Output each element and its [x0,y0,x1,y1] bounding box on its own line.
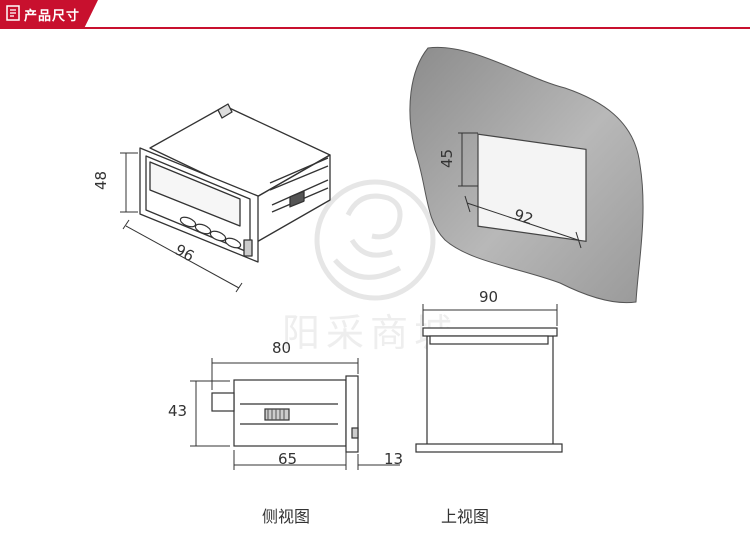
side-view-bezel [345,375,359,453]
top-view-front-ledge [429,335,549,345]
panel-cutout-hole [477,133,587,243]
meter-bezel-tab [243,239,253,257]
meter-side-terminal [289,190,305,208]
section-title: 产品尺寸 [24,9,81,24]
meter-button-2 [194,223,212,235]
side-view-terminal [264,408,290,421]
side-view-caption: 侧视图 [262,507,311,526]
top-view-body [426,335,554,449]
section-header-tab [0,0,98,28]
perspective-height-label: 48 [92,170,110,190]
meter-button-1 [179,216,197,228]
side-view-body [233,379,347,447]
section-header-underline [0,27,750,29]
cutout-height-label: 45 [438,148,456,168]
top-width-label: 90 [479,288,499,306]
section-header: 产品尺寸 [0,0,750,30]
side-height-label: 43 [168,402,188,420]
side-total-length-label: 80 [272,339,292,357]
meter-button-3 [209,230,227,242]
side-bezel-label: 13 [384,450,404,468]
top-view-caption: 上视图 [441,507,490,526]
meter-button-4 [224,237,242,249]
top-view-base [415,443,563,453]
document-icon [6,5,20,21]
side-view-latch [351,427,359,439]
side-body-length-label: 65 [278,450,298,468]
top-view-front-lip [422,327,558,337]
meter-display-window [149,161,241,227]
meter-rear-clip [217,103,233,119]
side-view-rear-tab [211,392,235,412]
